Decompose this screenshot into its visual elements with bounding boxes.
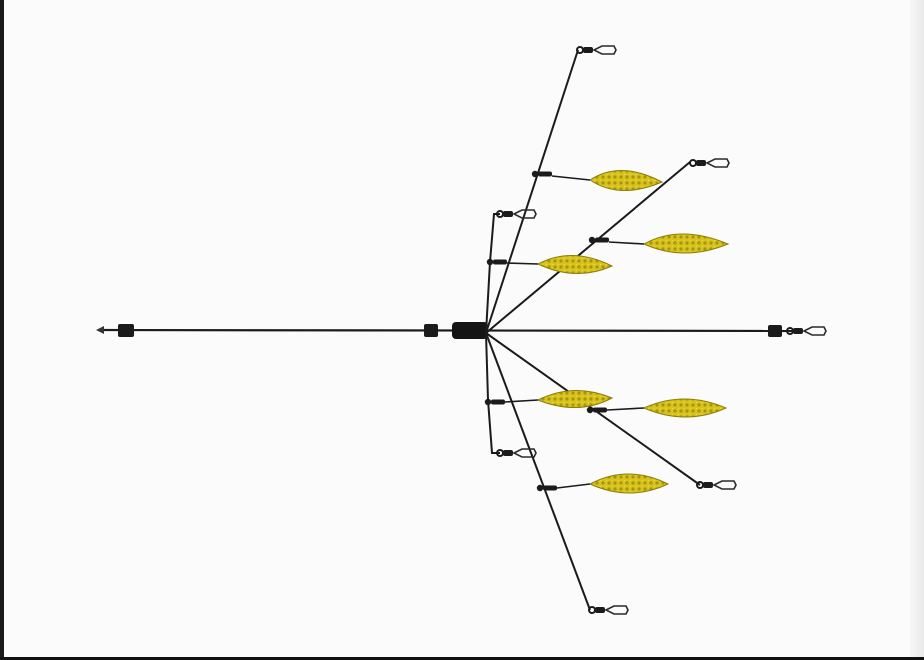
blade-bottom [588,473,670,494]
main-shaft [96,322,827,339]
frame-edge-right [910,0,924,660]
blade-upper-right [642,233,730,254]
frame-edge-bottom [0,657,924,660]
blade-leaders [504,175,645,489]
blade-lower-inner [536,389,614,409]
willow-blades [536,170,730,494]
blade-lower-right [642,398,728,418]
frame-edge-left [0,0,4,660]
blade-upper-inner [536,255,614,275]
blade-top [589,170,664,191]
